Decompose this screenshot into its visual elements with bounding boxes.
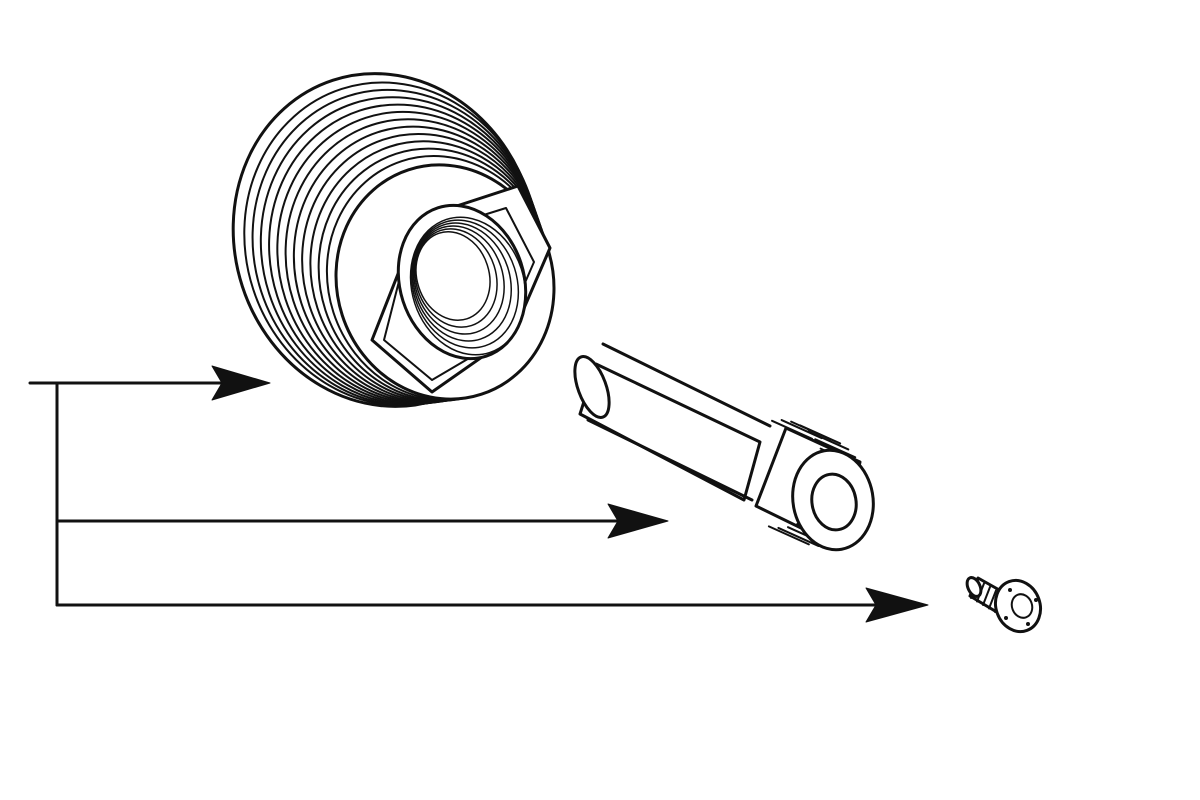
stem-end-face — [791, 448, 875, 552]
bore-thread-ring — [409, 216, 527, 356]
bore-thread-ring — [413, 225, 505, 335]
bore-thread-ring — [415, 231, 491, 321]
stem-top-edge — [601, 342, 772, 428]
spline-tooth — [767, 525, 810, 546]
small-screw — [965, 576, 1043, 634]
stem-back-end — [573, 355, 611, 419]
arrowhead-bushing — [211, 365, 271, 401]
bushing-bore-threads — [409, 216, 527, 356]
screw-thread — [988, 589, 997, 610]
screw-head-socket — [1010, 593, 1034, 619]
arrowhead-screw — [865, 587, 929, 623]
screw-head — [993, 578, 1043, 634]
threaded-bushing — [231, 72, 556, 408]
screw-head-dot — [1004, 616, 1008, 620]
spline-tooth — [799, 424, 842, 445]
screw-tip — [965, 576, 983, 598]
spline-tooth — [777, 526, 820, 547]
spline-tooth — [771, 419, 814, 440]
bore-thread-ring — [410, 219, 520, 349]
screw-head-dot — [1026, 622, 1030, 626]
splined-stem — [573, 342, 875, 552]
arrowhead-stem — [607, 503, 669, 539]
screw-head-dot — [1008, 588, 1012, 592]
screw-thread — [982, 586, 991, 606]
stem-bottom-edge — [586, 418, 754, 502]
spline-tooth — [807, 430, 850, 451]
bore-thread-ring — [411, 222, 513, 342]
bore-thread-ring — [414, 228, 498, 328]
screw-head-dot — [1034, 598, 1038, 602]
stem-end-recess — [810, 472, 858, 532]
leader-lines — [28, 365, 929, 623]
